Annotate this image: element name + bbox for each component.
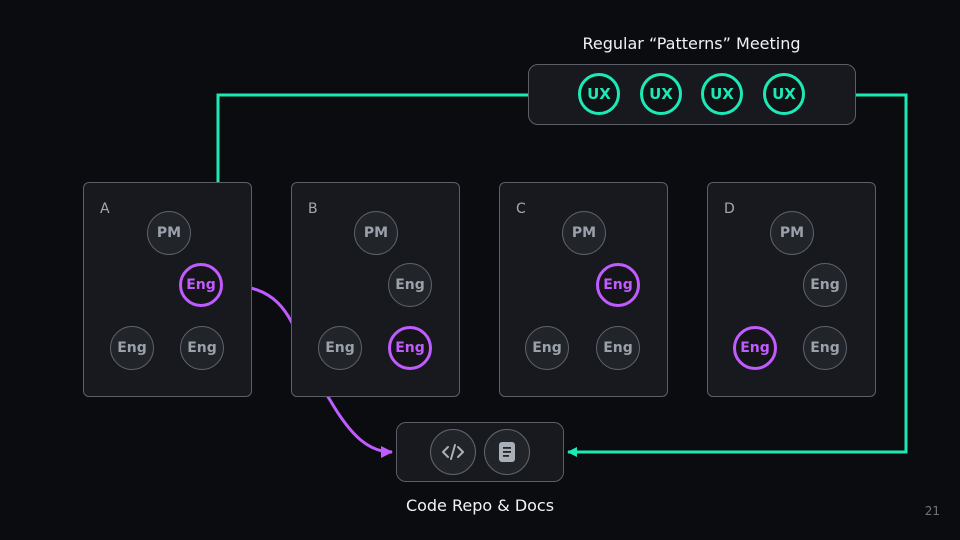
pm-node: PM <box>147 211 191 255</box>
eng-node-highlighted: Eng <box>596 263 640 307</box>
team-a: A PM Eng Eng Eng <box>83 182 252 397</box>
document-icon <box>484 429 530 475</box>
eng-node: Eng <box>388 263 432 307</box>
code-icon <box>430 429 476 475</box>
eng-node: Eng <box>803 326 847 370</box>
team-label: C <box>516 201 526 217</box>
eng-node: Eng <box>525 326 569 370</box>
team-label: A <box>100 201 110 217</box>
team-d: D PM Eng Eng Eng <box>707 182 876 397</box>
code-repo-label: Code Repo & Docs <box>405 496 555 515</box>
eng-node: Eng <box>596 326 640 370</box>
page-number: 21 <box>924 504 940 518</box>
eng-node: Eng <box>318 326 362 370</box>
team-c: C PM Eng Eng Eng <box>499 182 668 397</box>
eng-node-highlighted: Eng <box>388 326 432 370</box>
pm-node: PM <box>562 211 606 255</box>
team-b: B PM Eng Eng Eng <box>291 182 460 397</box>
pm-node: PM <box>354 211 398 255</box>
eng-node: Eng <box>110 326 154 370</box>
team-label: D <box>724 201 735 217</box>
meeting-title: Regular “Patterns” Meeting <box>582 34 801 53</box>
eng-node: Eng <box>180 326 224 370</box>
ux-member-2: UX <box>640 73 682 115</box>
ux-member-4: UX <box>763 73 805 115</box>
team-label: B <box>308 201 318 217</box>
ux-member-3: UX <box>701 73 743 115</box>
eng-node: Eng <box>803 263 847 307</box>
ux-member-1: UX <box>578 73 620 115</box>
code-repo-box <box>396 422 564 482</box>
eng-node-highlighted: Eng <box>733 326 777 370</box>
pm-node: PM <box>770 211 814 255</box>
eng-node-highlighted: Eng <box>179 263 223 307</box>
